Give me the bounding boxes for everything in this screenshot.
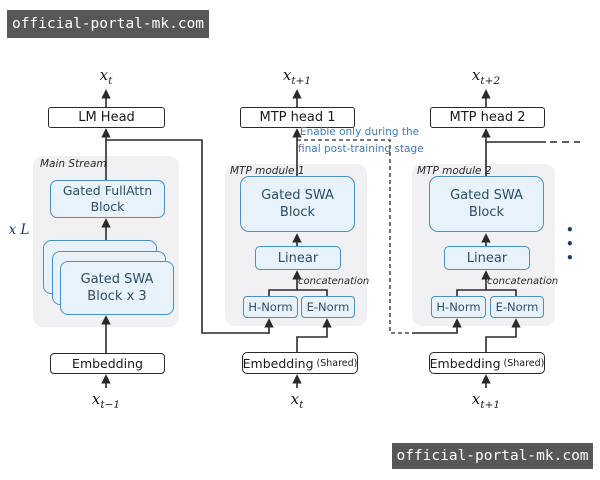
linear-box-mtp1: Linear xyxy=(255,246,341,270)
dashed-enable-line xyxy=(297,139,412,334)
concatenation-label-mtp1: concatenation xyxy=(298,276,370,287)
repeat-factor-label: x L xyxy=(8,222,30,238)
embedding-shared-box-mtp2: Embedding(Shared) xyxy=(429,352,545,374)
e-norm-box-mtp2: E-Norm xyxy=(490,296,544,318)
embedding-box-main: Embedding xyxy=(50,353,165,374)
more-modules-ellipsis: • • • xyxy=(566,223,579,265)
wire-embed2-to-enorm1 xyxy=(296,318,332,352)
lm-head-box: LM Head xyxy=(48,107,165,128)
mtp-module-2-label: MTP module 2 xyxy=(417,165,492,177)
wire-hidden-to-hnorm2 xyxy=(412,318,462,334)
mtp-module-1-label: MTP module 1 xyxy=(230,165,305,177)
output-token-main: xt xyxy=(99,66,113,87)
enable-annotation-line2: final post-training stage xyxy=(298,143,424,155)
main-stream-label: Main Stream xyxy=(40,158,107,170)
watermark-top-left: official-portal-mk.com xyxy=(7,10,209,38)
concatenation-label-mtp2: concatenation xyxy=(487,276,559,287)
embedding-shared-box-mtp1: Embedding(Shared) xyxy=(242,352,358,374)
input-token-mtp1: xt xyxy=(290,390,304,411)
wire-hidden-to-hnorm1 xyxy=(106,139,274,334)
enable-annotation-line1: Enable only during the xyxy=(300,126,420,138)
watermark-bottom-right: official-portal-mk.com xyxy=(392,443,593,469)
e-norm-box-mtp1: E-Norm xyxy=(301,296,355,318)
output-token-mtp1: xt+1 xyxy=(282,66,312,87)
linear-box-mtp2: Linear xyxy=(444,246,530,270)
wire-embed3-to-enorm2 xyxy=(485,318,521,352)
input-token-main: xt−1 xyxy=(91,390,121,411)
mtp-head-2-box: MTP head 2 xyxy=(430,107,545,128)
concat-bracket-1 xyxy=(268,289,328,296)
h-norm-box-mtp1: H-Norm xyxy=(243,296,298,318)
output-token-mtp2: xt+2 xyxy=(471,66,501,87)
h-norm-box-mtp2: H-Norm xyxy=(431,296,486,318)
input-token-mtp2: xt+1 xyxy=(471,390,501,411)
mtp-head-1-box: MTP head 1 xyxy=(240,107,355,128)
